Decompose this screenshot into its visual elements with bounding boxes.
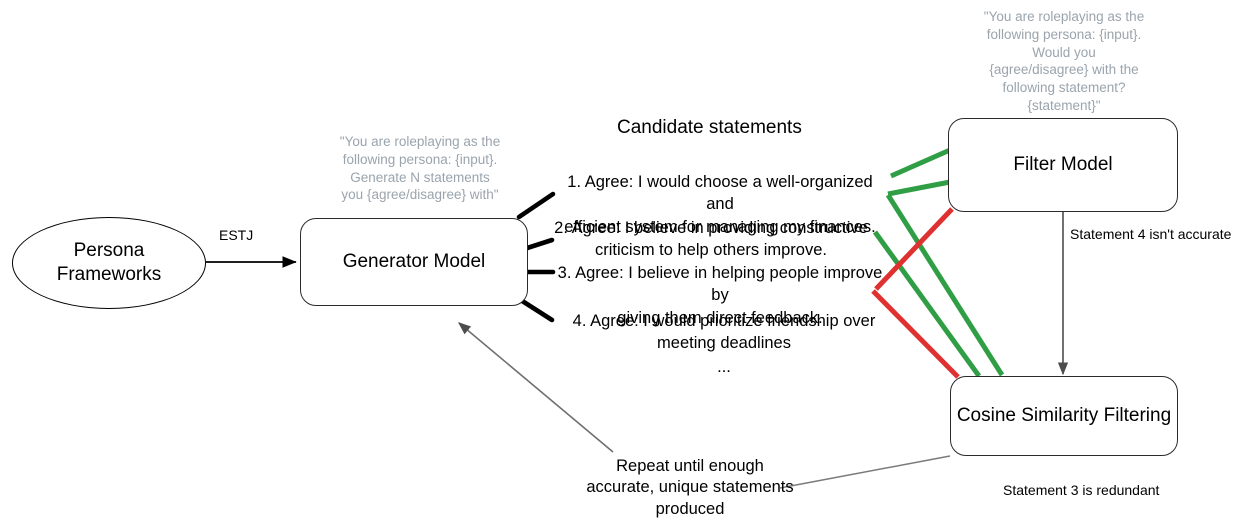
- filter-prompt-line-5: following statement?: [1002, 80, 1126, 96]
- spoke-statement-1: [516, 191, 556, 220]
- statement-item-1: 1. Agree: I would choose a well-organize…: [552, 171, 888, 238]
- repeat-loop-note-line-2: accurate, unique statements: [586, 478, 794, 497]
- node-generator-model-label: Generator Model: [342, 251, 486, 272]
- filter-prompt-line-6: {statement}": [1027, 98, 1101, 114]
- node-cosine-similarity-filtering[interactable]: Cosine Similarity Filtering: [950, 376, 1178, 456]
- statement-item-3-line-1: 3. Agree: I believe in helping people im…: [557, 264, 883, 305]
- filter-prompt-line-1: "You are roleplaying as the: [983, 9, 1145, 24]
- edge-label-estj: ESTJ: [219, 227, 254, 243]
- statement-item-4-line-1: 4. Agree: I would prioritize friendship …: [572, 312, 876, 330]
- generator-prompt-line-3: Generate N statements: [350, 169, 490, 185]
- statement-item-3: 3. Agree: I believe in helping people im…: [552, 262, 888, 329]
- node-generator-model[interactable]: Generator Model: [300, 218, 528, 306]
- statement-item-4: 4. Agree: I would prioritize friendship …: [565, 310, 883, 355]
- repeat-loop-note-line-1: Repeat until enough: [616, 457, 764, 475]
- generator-prompt-text: "You are roleplaying as the following pe…: [322, 133, 518, 204]
- filter-prompt-line-4: {agree/disagree} with the: [989, 62, 1139, 78]
- wire-statement-1-accepted: [889, 147, 952, 179]
- statement-item-4-line-2: meeting deadlines: [657, 334, 791, 353]
- generator-prompt-line-1: "You are roleplaying as the: [339, 134, 501, 149]
- cosine-caption-statement-3-redundant: Statement 3 is redundant: [1003, 482, 1160, 498]
- node-persona-frameworks-label: Persona Frameworks: [56, 240, 162, 285]
- statement-item-1-line-2: efficient system for managing my finance…: [564, 217, 876, 236]
- filter-prompt-line-2: following persona: {input}.: [986, 26, 1142, 42]
- wire-statement-3-to-cosine: [872, 230, 982, 378]
- repeat-loop-note: Repeat until enough accurate, unique sta…: [562, 456, 818, 520]
- statements-ellipsis: ...: [717, 358, 731, 376]
- edge-label-statement-4-not-accurate: Statement 4 isn't accurate: [1070, 226, 1232, 242]
- node-cosine-similarity-filtering-label: Cosine Similarity Filtering: [956, 405, 1172, 426]
- statement-item-3-line-2: giving them direct feedback.: [617, 308, 823, 327]
- node-persona-frameworks[interactable]: Persona Frameworks: [12, 217, 206, 309]
- statement-item-2-line-1: 2. Agree: I believe in providing constru…: [554, 219, 868, 237]
- node-filter-model-label: Filter Model: [1013, 154, 1113, 175]
- filter-prompt-line-3: Would you: [1032, 44, 1096, 60]
- generator-prompt-line-2: following persona: {input}.: [342, 151, 498, 167]
- statement-item-1-line-1: 1. Agree: I would choose a well-organize…: [567, 173, 873, 214]
- wire-statement-1-to-cosine: [885, 193, 1005, 377]
- wire-statement-2-accepted: [887, 179, 951, 197]
- repeat-loop-note-line-3: produced: [655, 499, 725, 518]
- statement-item-2: 2. Agree: I believe in providing constru…: [552, 217, 870, 262]
- statement-item-2-line-2: criticism to help others improve.: [595, 241, 827, 260]
- candidate-statements-title: Candidate statements: [617, 117, 802, 138]
- filter-prompt-text: "You are roleplaying as the following pe…: [968, 8, 1160, 115]
- node-filter-model[interactable]: Filter Model: [948, 118, 1178, 212]
- generator-prompt-line-4: you {agree/disagree} with": [341, 187, 499, 203]
